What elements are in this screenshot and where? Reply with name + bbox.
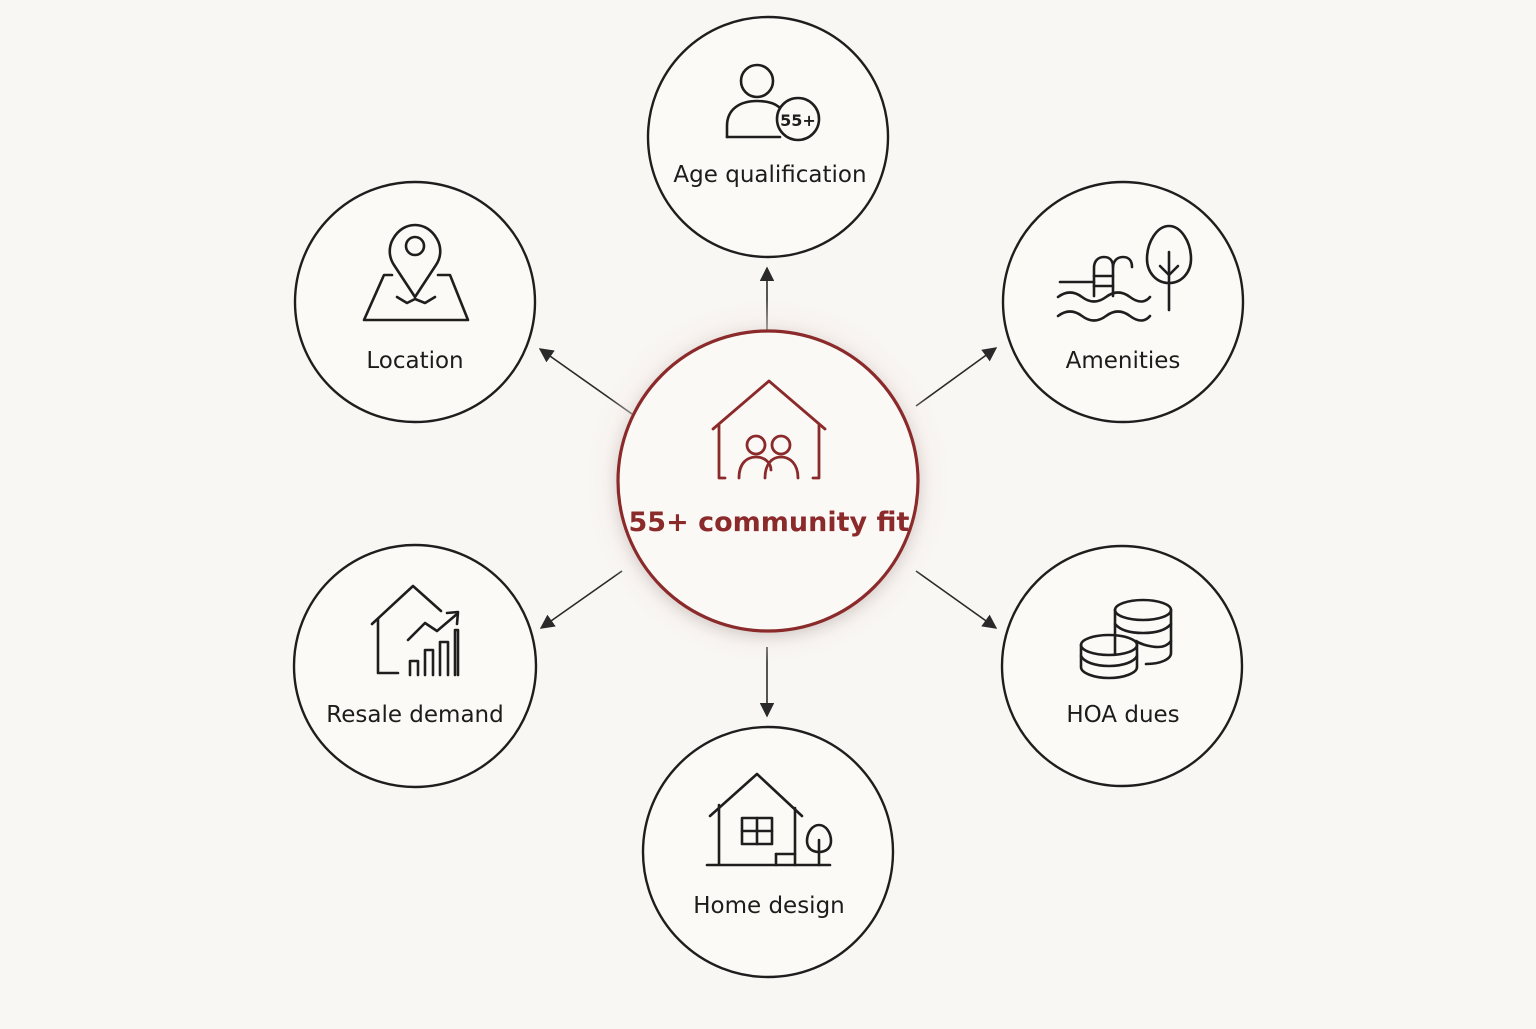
house-window-tree-icon xyxy=(705,772,833,867)
arrow-to-resale xyxy=(539,570,623,629)
node-ring-design xyxy=(641,725,895,979)
coin-stacks-icon xyxy=(1079,598,1173,680)
node-label-amenities: Amenities xyxy=(1066,348,1181,374)
arrow-to-amenities xyxy=(915,347,998,407)
center-label: 55+ community fit xyxy=(629,507,910,538)
age-badge-text: 55+ xyxy=(780,111,816,130)
node-ring-location xyxy=(293,180,537,424)
node-ring-resale xyxy=(292,543,538,789)
node-label-resale: Resale demand xyxy=(326,702,503,728)
map-pin-icon xyxy=(362,223,470,322)
house-growth-chart-icon xyxy=(370,584,460,677)
node-label-design: Home design xyxy=(693,893,845,919)
node-age-qualification: 55+ Age qualification xyxy=(646,15,890,259)
node-hoa-dues: HOA dues xyxy=(1000,544,1244,788)
node-label-hoa: HOA dues xyxy=(1066,702,1179,728)
pool-tree-icon xyxy=(1056,224,1193,322)
node-amenities: Amenities xyxy=(1001,180,1245,424)
center-ring xyxy=(616,329,920,633)
center-hub: 55+ community fit xyxy=(586,299,950,663)
house-people-icon xyxy=(711,379,827,480)
node-resale-demand: Resale demand xyxy=(292,543,538,789)
node-label-age: Age qualification xyxy=(673,162,866,188)
person-55-plus-icon xyxy=(725,63,821,142)
node-location: Location xyxy=(293,180,537,424)
node-home-design: Home design xyxy=(641,725,895,979)
node-label-location: Location xyxy=(366,348,463,374)
node-ring-amenities xyxy=(1001,180,1245,424)
arrow-to-hoa xyxy=(915,570,998,629)
